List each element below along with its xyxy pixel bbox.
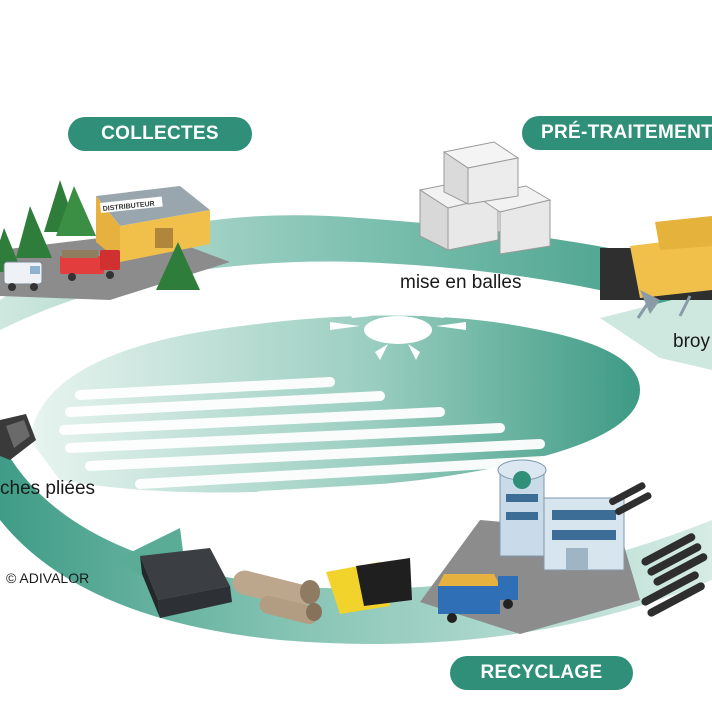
label-mise-en-balles: mise en balles (400, 272, 522, 293)
recycling-plant (420, 459, 708, 634)
recycled-products (140, 548, 412, 625)
folded-sheets-icon (0, 414, 36, 460)
stage-pretraitement: PRÉ-TRAITEMENT (522, 116, 712, 150)
bags-icon (326, 558, 412, 614)
delivery-truck-icon (438, 574, 518, 623)
warehouse: DISTRIBUTEUR (96, 186, 210, 262)
crates-icon (140, 548, 232, 618)
copyright: © ADIVALOR (6, 570, 90, 586)
stage-recyclage: RECYCLAGE (450, 656, 633, 690)
truck-icon (60, 250, 120, 281)
shredder-icon (600, 216, 712, 319)
stage-collectes: COLLECTES (68, 117, 252, 151)
collection-site: DISTRIBUTEUR (0, 180, 230, 300)
pipes-icon (609, 482, 708, 617)
label-baches-pliees: ches pliées (0, 478, 96, 499)
field-and-sun (30, 308, 640, 501)
tree-icon (0, 180, 200, 290)
bales-icon (418, 141, 552, 255)
van-icon (3, 261, 43, 291)
tubes-icon (232, 570, 322, 625)
plant-building (497, 459, 625, 571)
sun-icon (330, 308, 466, 360)
label-broyage: broy (673, 331, 710, 352)
